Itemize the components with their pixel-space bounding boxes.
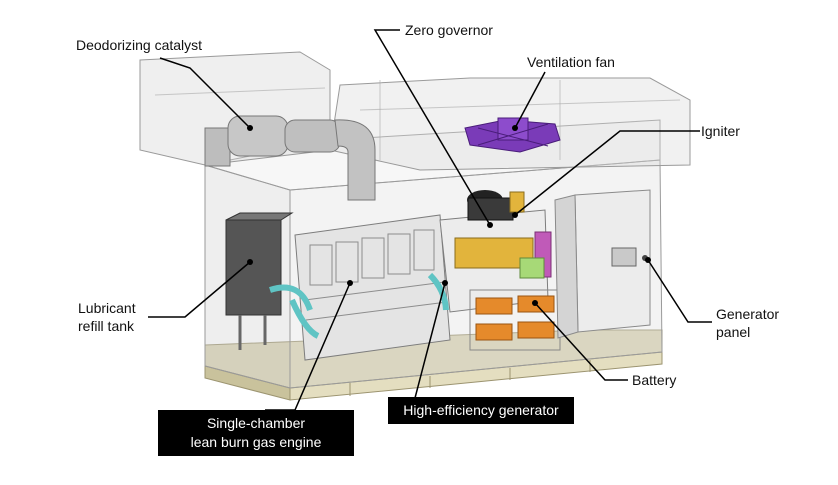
label-generator-panel: Generator panel [716,306,780,340]
leader-igniter [512,130,700,218]
leader-lubricant-tank [148,259,253,318]
label-lubricant-refill-tank: Lubricant refill tank [78,300,136,334]
label-ventilation-fan: Ventilation fan [527,54,615,70]
leader-ventilation-fan [512,71,546,131]
label-zero-governor: Zero governor [405,22,493,38]
generator-section [439,190,552,313]
leader-lines [148,29,712,411]
leader-zero-governor [373,29,493,228]
leader-generator [414,280,448,399]
generator-panel-cabinet [554,189,651,339]
deodorizing-catalyst-unit [204,115,376,201]
label-battery: Battery [632,372,677,388]
leader-battery [532,300,628,381]
ventilation-fan [464,117,561,153]
label-deodorizing-catalyst: Deodorizing catalyst [76,37,203,53]
leader-generator-panel [645,257,712,323]
leader-deodorizing-catalyst [159,57,253,131]
lubricant-tank [225,212,294,350]
engine-block [269,214,451,361]
label-single-chamber-engine: Single-chamber lean burn gas engine [158,410,354,456]
label-high-efficiency-generator: High-efficiency generator [388,397,574,424]
label-igniter: Igniter [701,123,740,139]
